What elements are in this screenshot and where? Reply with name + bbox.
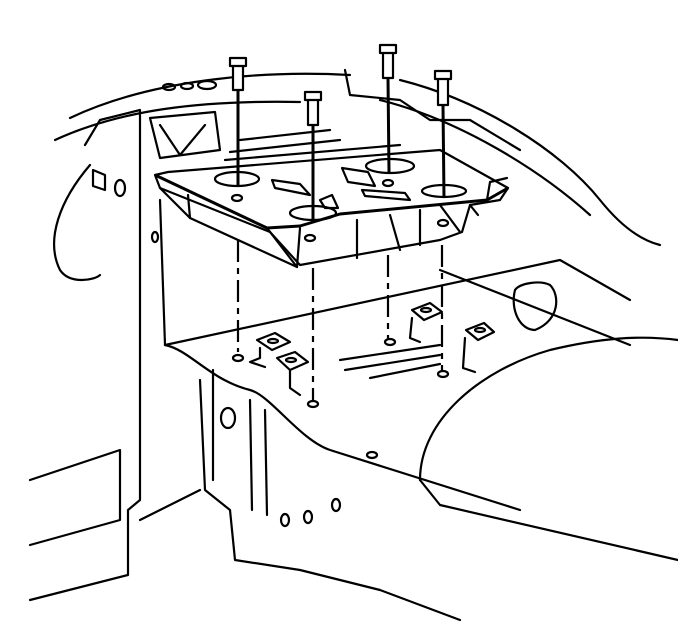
bolt (303, 90, 323, 220)
bolts (228, 43, 453, 220)
clip-nut (248, 331, 292, 369)
clip-nut (461, 321, 496, 374)
tray (153, 128, 510, 269)
alignment-lines (231, 240, 450, 409)
clip-nut (408, 301, 444, 344)
clip-nuts (248, 301, 496, 397)
body-panels (28, 68, 678, 622)
bolt (228, 56, 248, 185)
bolt (378, 43, 398, 173)
clip-nut (275, 350, 310, 397)
bolt (433, 69, 453, 199)
